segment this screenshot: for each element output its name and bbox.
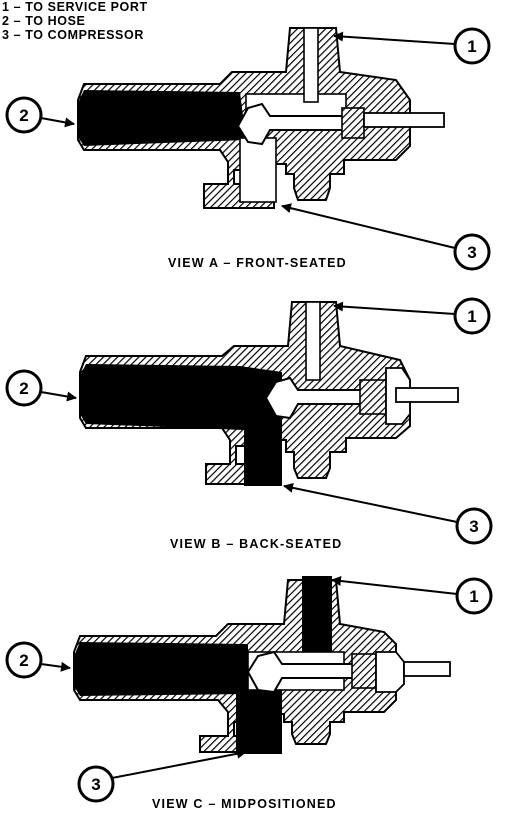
- view-a-callout-2-label: 2: [19, 106, 28, 125]
- legend-hose: 2 – TO HOSE: [2, 14, 86, 28]
- legend-service-port: 1 – TO SERVICE PORT: [2, 0, 148, 14]
- view-c-callout-1-circle: [455, 577, 493, 615]
- view-a-callout-1-circle: [453, 27, 491, 65]
- view-b-callout-1-label: 1: [467, 307, 476, 326]
- view-b-packing-nut: [359, 379, 387, 415]
- view-c-cap-nut: [375, 651, 405, 693]
- view-c-callout-3-label: 3: [91, 775, 100, 794]
- view-c-hose-fill: [74, 642, 248, 696]
- view-b-caption: VIEW B – BACK-SEATED: [170, 537, 343, 551]
- view-c-caption: VIEW C – MIDPOSITIONED: [152, 797, 337, 811]
- view-b-back-seated: 1 2 3: [5, 297, 493, 545]
- view-b-callout-3-label: 3: [469, 517, 478, 536]
- view-a-front-seated: 1 2 3: [5, 27, 491, 271]
- view-b-callout-3-circle: [455, 507, 493, 545]
- view-b-stem-shaft: [395, 387, 459, 403]
- view-c-service-port-fill: [302, 576, 332, 652]
- view-a-caption: VIEW A – FRONT-SEATED: [168, 256, 347, 270]
- view-a-stem-shaft: [363, 112, 445, 128]
- view-a-leader-3: [281, 203, 456, 249]
- view-c-stem-shaft: [403, 661, 451, 677]
- view-c-leader-2: [40, 661, 71, 672]
- view-a-callout-2-circle: [5, 96, 43, 134]
- view-b-leader-1: [333, 301, 456, 315]
- view-a-callout-1-label: 1: [467, 37, 476, 56]
- view-b-hose-fill: [80, 364, 282, 486]
- view-b-leader-2: [40, 391, 77, 402]
- view-b-port-bore: [305, 301, 321, 381]
- view-a-compressor-bore: [239, 137, 277, 203]
- view-c-leader-3: [111, 748, 247, 779]
- view-c-callout-1-label: 1: [469, 587, 478, 606]
- view-c-callout-3-circle: [77, 765, 115, 803]
- view-c-callout-2-label: 2: [19, 651, 28, 670]
- view-c-midpositioned: 1 2 3: [5, 576, 493, 803]
- view-a-hose-fill: [78, 90, 246, 146]
- view-c-compressor-fill: [236, 690, 282, 754]
- view-a-leader-2: [40, 117, 75, 128]
- view-c-callout-2-circle: [5, 641, 43, 679]
- view-b-callout-2-label: 2: [19, 379, 28, 398]
- view-a-packing-nut: [341, 107, 365, 139]
- view-b-callout-1-circle: [453, 297, 491, 335]
- view-a-callout-3-circle: [453, 233, 491, 271]
- view-a-callout-3-label: 3: [467, 243, 476, 262]
- view-b-leader-3: [283, 482, 458, 523]
- view-c-leader-1: [331, 576, 458, 595]
- view-a-leader-1: [333, 31, 456, 45]
- view-a-port-bore: [303, 27, 319, 103]
- view-b-callout-2-circle: [5, 369, 43, 407]
- view-c-packing-nut: [351, 653, 377, 689]
- legend-compressor: 3 – TO COMPRESSOR: [2, 28, 144, 42]
